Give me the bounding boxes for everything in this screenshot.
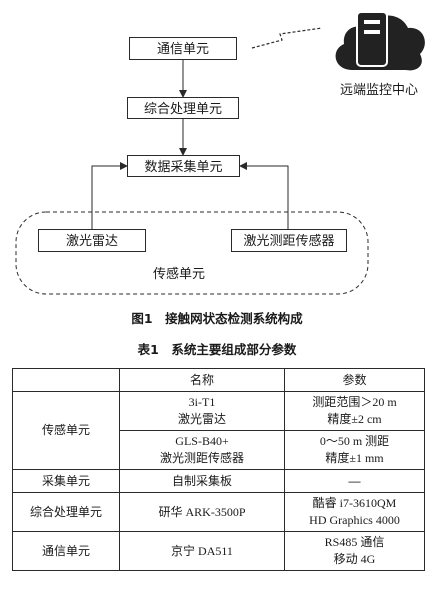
name-line: 3i-T1	[188, 395, 216, 409]
wireless-signal-icon	[251, 27, 323, 49]
sensor-group-label: 传感单元	[153, 266, 206, 281]
process-unit-box: 综合处理单元	[127, 97, 239, 119]
group-cell: 采集单元	[12, 469, 120, 493]
comm-unit-label: 通信单元	[156, 41, 209, 56]
remote-center-label: 远端监控中心	[340, 82, 419, 97]
group-cell: 通信单元	[12, 531, 120, 571]
comm-unit-box: 通信单元	[129, 37, 237, 60]
table-header-row: 名称 参数	[12, 368, 425, 392]
table-header-cell: 名称	[119, 368, 285, 392]
table-header-cell: 参数	[284, 368, 425, 392]
name-line: 激光雷达	[177, 412, 226, 426]
table-header-cell	[12, 368, 120, 392]
param-line: 精度±1 mm	[325, 451, 384, 465]
param-line: RS485 通信	[324, 535, 385, 549]
name-line: 研华 ARK-3500P	[158, 504, 246, 519]
param-cell: —	[284, 469, 425, 493]
table-caption: 表1 系统主要组成部分参数	[137, 342, 297, 357]
param-line: HD Graphics 4000	[309, 513, 400, 527]
name-cell: 京宁 DA511	[119, 531, 285, 571]
cloud-server-icon	[335, 11, 425, 71]
table-row: GLS-B40+ 激光测距传感器 0～50 m 测距 精度±1 mm	[13, 430, 425, 470]
name-cell: GLS-B40+ 激光测距传感器	[119, 430, 285, 470]
param-cell: 测距范围＞20 m 精度±2 cm	[284, 391, 425, 431]
param-cell: 0～50 m 测距 精度±1 mm	[284, 430, 425, 470]
lidar-box: 激光雷达	[38, 229, 146, 252]
lidar-label: 激光雷达	[65, 233, 118, 248]
name-cell: 自制采集板	[119, 469, 285, 493]
param-line: 酷睿 i7-3610QM	[312, 496, 397, 510]
figure-caption: 图1 接触网状态检测系统构成	[131, 311, 303, 326]
acq-unit-label: 数据采集单元	[144, 158, 223, 174]
sensor-group-boundary	[15, 211, 369, 295]
name-cell: 研华 ARK-3500P	[119, 492, 285, 532]
name-cell: 3i-T1 激光雷达	[119, 391, 285, 431]
rangefinder-label: 激光测距传感器	[243, 233, 335, 248]
group-cell: 传感单元	[12, 391, 120, 470]
param-line: 测距范围＞20 m	[312, 395, 397, 409]
params-table: 名称 参数 传感单元 3i-T1 激光雷达 测距范围＞20 m 精度±2 cm …	[12, 368, 425, 571]
rangefinder-box: 激光测距传感器	[231, 229, 347, 252]
param-line: 精度±2 cm	[327, 412, 382, 426]
param-line: 0～50 m 测距	[319, 434, 390, 448]
acq-unit-box: 数据采集单元	[127, 155, 240, 177]
name-line: 激光测距传感器	[159, 451, 244, 465]
group-cell: 综合处理单元	[12, 492, 120, 532]
param-cell: 酷睿 i7-3610QM HD Graphics 4000	[284, 492, 425, 532]
diagram-connectors	[15, 11, 425, 295]
name-line: GLS-B40+	[175, 434, 229, 448]
name-line: 京宁 DA511	[171, 543, 233, 558]
lidar-acq-link	[91, 162, 128, 229]
rangefinder-acq-link	[239, 162, 289, 229]
param-line: —	[348, 473, 361, 488]
table-row: 综合处理单元 研华 ARK-3500P 酷睿 i7-3610QM HD Grap…	[12, 492, 425, 532]
table-row: 通信单元 京宁 DA511 RS485 通信 移动 4G	[12, 531, 425, 571]
table-row: 采集单元 自制采集板 —	[12, 469, 425, 493]
process-unit-label: 综合处理单元	[143, 100, 222, 116]
param-cell: RS485 通信 移动 4G	[284, 531, 425, 571]
table-row: 传感单元 3i-T1 激光雷达 测距范围＞20 m 精度±2 cm	[12, 391, 425, 470]
name-line: 自制采集板	[171, 473, 232, 488]
param-line: 移动 4G	[333, 552, 376, 566]
